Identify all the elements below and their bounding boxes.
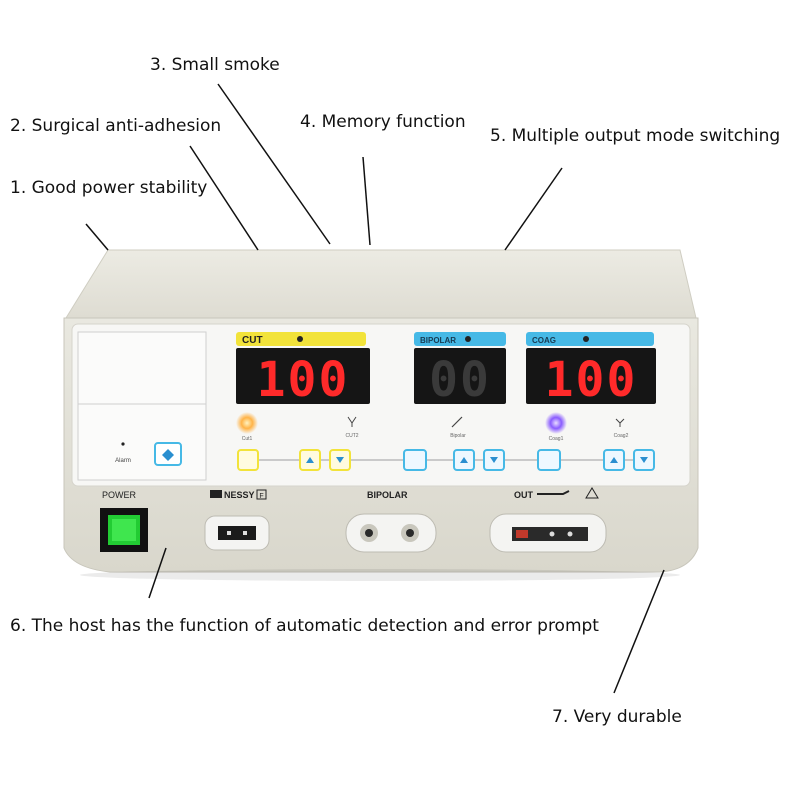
bipolar-mode-label: Bipolar xyxy=(450,433,466,439)
coag1-label: Coag1 xyxy=(549,436,564,442)
coag-header-label: COAG xyxy=(532,336,556,345)
leader-line-6 xyxy=(148,547,167,599)
nessy-label: NESSY xyxy=(224,490,255,500)
cut-display xyxy=(236,348,370,404)
handpiece-icon xyxy=(537,490,570,495)
volume-icon xyxy=(162,449,174,461)
leader-line-2 xyxy=(189,145,259,251)
cut-display-value: 100 xyxy=(257,352,350,408)
bipolar-header-label: BIPOLAR xyxy=(420,336,456,345)
coag-header xyxy=(526,332,654,346)
callout-multiple-output-mode: 5. Multiple output mode switching xyxy=(490,126,781,146)
coag-display-value: 100 xyxy=(545,352,638,408)
cut-header-label: CUT xyxy=(242,335,263,346)
cut2-icon xyxy=(347,416,357,427)
up-arrow-icons xyxy=(306,457,618,463)
callout-good-power-stability: 1. Good power stability xyxy=(10,178,208,198)
callout-very-durable: 7. Very durable xyxy=(552,707,682,727)
power-label: POWER xyxy=(102,490,137,500)
cut-mode-button[interactable] xyxy=(237,449,259,471)
nessy-icon xyxy=(210,490,222,498)
bipolar-display xyxy=(414,348,506,404)
cut2-label: CUT2 xyxy=(345,433,358,439)
coag2-icon xyxy=(615,418,625,427)
callout-memory-function: 4. Memory function xyxy=(300,112,466,132)
callout-automatic-detection: 6. The host has the function of automati… xyxy=(10,616,599,636)
leader-line-7 xyxy=(613,569,665,694)
out-port-label: OUT xyxy=(514,490,534,500)
leader-line-4 xyxy=(362,156,371,246)
bipolar-port xyxy=(345,513,437,553)
nessy-badge: F xyxy=(259,493,263,500)
callout-small-smoke: 3. Small smoke xyxy=(150,55,280,75)
alarm-panel xyxy=(77,403,207,481)
cut1-label: Cut1 xyxy=(242,436,253,442)
blank-panel xyxy=(77,331,207,405)
coag-mode-button[interactable] xyxy=(537,449,561,471)
coag1-indicator xyxy=(545,412,567,434)
bipolar-icon xyxy=(451,416,463,428)
callout-surgical-anti-adhesion: 2. Surgical anti-adhesion xyxy=(10,116,222,136)
bipolar-port-label: BIPOLAR xyxy=(367,490,408,500)
cut1-indicator xyxy=(236,412,258,434)
bipolar-mode-button[interactable] xyxy=(403,449,427,471)
warning-icon xyxy=(585,487,599,499)
bipolar-header xyxy=(414,332,506,346)
alarm-led xyxy=(121,442,125,446)
down-arrow-icons xyxy=(336,457,648,463)
coag2-label: Coag2 xyxy=(614,433,629,439)
leader-line-5 xyxy=(504,167,563,251)
leader-line-3 xyxy=(217,83,331,245)
coag-mode-buttons xyxy=(537,449,655,471)
alarm-label: Alarm xyxy=(115,458,131,464)
coag-display xyxy=(526,348,656,404)
leader-line-1 xyxy=(85,223,109,251)
bipolar-display-value: 00 xyxy=(429,352,491,408)
